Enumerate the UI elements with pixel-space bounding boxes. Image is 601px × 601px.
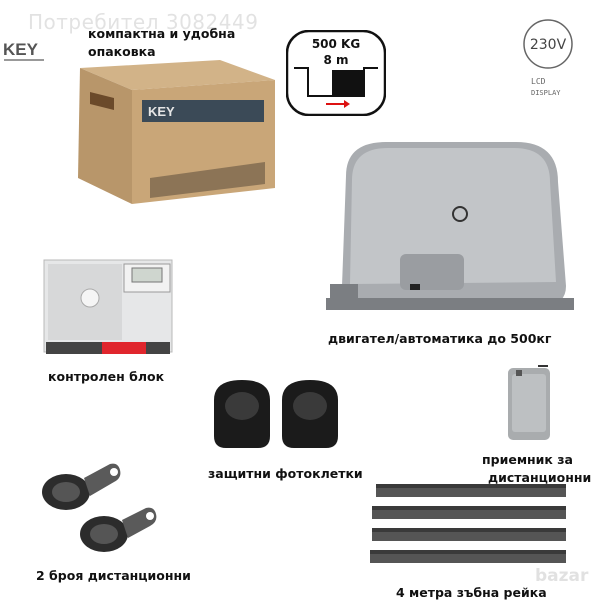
motor-label: двигател/автоматика до 500кг [328,331,552,346]
packaging-label-2: опаковка [88,44,156,59]
receiver-image [504,364,554,444]
gate-motor-image [326,136,580,316]
remote-controls-image [36,456,176,558]
lcd-display-badge: LCD DISPLAY [530,74,572,102]
photocells-label: защитни фотоклетки [208,466,363,481]
voltage-badge: 230V [522,18,574,70]
gear-rack-image [366,480,572,576]
remotes-label: 2 броя дистанционни [36,568,191,583]
cardboard-box-image: KEY [70,58,278,206]
bazar-watermark: bazar [535,566,589,586]
packaging-label: компактна и удобна [88,26,236,41]
lcd-line2: DISPLAY [531,89,561,97]
control-unit-image [40,254,176,360]
weight-length-badge: 500 KG 8 m [286,30,386,116]
spec-weight: 500 KG [312,37,360,51]
photocells-image [208,376,348,454]
box-logo-text: KEY [148,104,175,119]
lcd-line1: LCD [531,77,546,86]
key-brand-logo: KEY [2,38,48,66]
receiver-label-1: приемник за [482,452,573,467]
spec-length: 8 m [323,53,348,67]
control-unit-label: контролен блок [48,369,165,384]
rack-label: 4 метра зъбна рейка [396,585,547,600]
key-logo-text: KEY [3,40,39,59]
voltage-text: 230V [530,37,567,53]
user-watermark: Потребител 3082449 [28,10,259,34]
receiver-label-2: дистанционни [488,470,592,485]
